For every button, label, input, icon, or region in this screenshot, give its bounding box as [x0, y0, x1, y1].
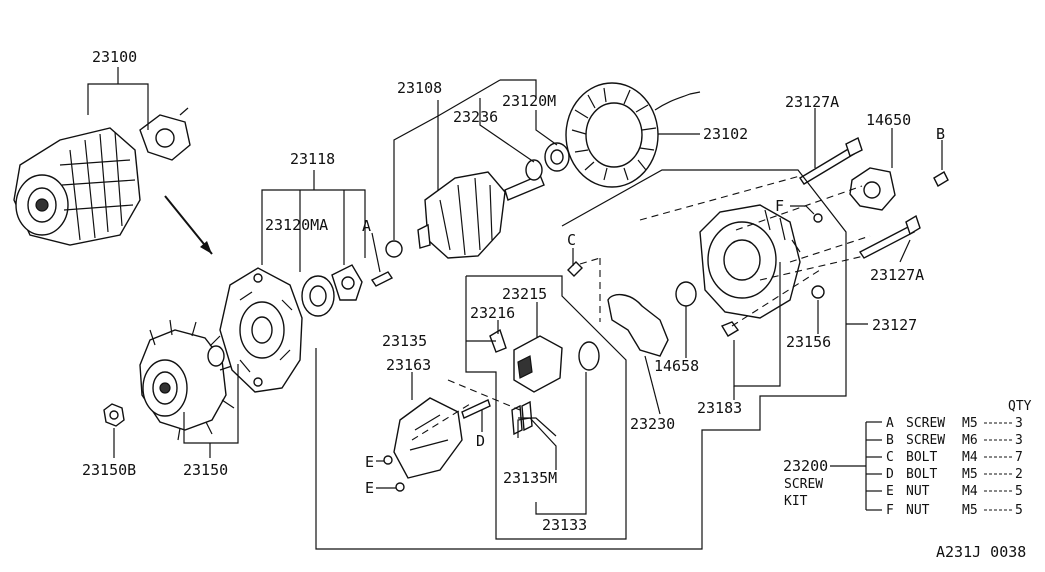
screw-kit-row: E NUT M4 5: [886, 484, 1023, 499]
label-23118: 23118: [290, 150, 335, 168]
label-23120m: 23120M: [502, 92, 556, 110]
pulley-fan-drawing: [103, 319, 235, 441]
label-23200: 23200: [783, 457, 828, 475]
rotor-drawing: [385, 171, 545, 259]
label-23100: 23100: [92, 48, 137, 66]
screw-kit-bracket: [830, 421, 882, 511]
row-name: BOLT: [906, 467, 937, 482]
row-qty: 5: [1015, 503, 1023, 518]
row-name: SCREW: [906, 416, 945, 431]
assembly-direction-arrow: [164, 195, 213, 255]
regulator-drawing: [489, 328, 600, 436]
row-qty: 2: [1015, 467, 1023, 482]
row-qty: 3: [1015, 433, 1023, 448]
screw-kit-row: F NUT M5 5: [886, 503, 1023, 518]
rectifier-drawing: [383, 397, 491, 492]
label-e-1: E: [365, 453, 374, 471]
through-bolt-mid-drawing: [858, 214, 921, 259]
row-letter: B: [886, 433, 894, 448]
subassembly-frames: [315, 169, 847, 550]
screw-kit-row: A SCREW M5 3: [886, 416, 1023, 431]
screw-kit-table: QTY A SCREW M5 3 B SCREW M6 3 C BOLT M4 …: [886, 399, 1032, 518]
assembly-dash-lines: [411, 175, 871, 441]
label-23135m: 23135M: [503, 469, 557, 487]
label-23216: 23216: [470, 304, 515, 322]
label-23127a-mid: 23127A: [870, 266, 924, 284]
label-23215: 23215: [502, 285, 547, 303]
cover-drawing: [849, 167, 949, 211]
row-letter: C: [886, 450, 894, 465]
screw-kit-row: C BOLT M4 7: [886, 450, 1023, 465]
label-b: B: [936, 125, 945, 143]
row-size: M6: [962, 433, 978, 448]
screw-kit-row: B SCREW M6 3: [886, 433, 1023, 448]
stator-drawing: [565, 82, 701, 188]
label-23156: 23156: [786, 333, 831, 351]
row-qty: 5: [1015, 484, 1023, 499]
leader-lines: [87, 67, 943, 515]
label-14650: 14650: [866, 111, 911, 129]
row-size: M4: [962, 484, 978, 499]
row-name: BOLT: [906, 450, 937, 465]
label-23135: 23135: [382, 332, 427, 350]
row-size: M4: [962, 450, 978, 465]
label-23150: 23150: [183, 461, 228, 479]
label-23127: 23127: [872, 316, 917, 334]
label-23230: 23230: [630, 415, 675, 433]
screw-c-drawing: [567, 261, 583, 277]
row-qty: 7: [1015, 450, 1023, 465]
label-23236: 23236: [453, 108, 498, 126]
row-qty: 3: [1015, 416, 1023, 431]
label-23120ma: 23120MA: [265, 216, 328, 234]
label-23163: 23163: [386, 356, 431, 374]
label-f: F: [775, 197, 784, 215]
screw-kit-row: D BOLT M5 2: [886, 467, 1023, 482]
label-23127a-top: 23127A: [785, 93, 839, 111]
row-name: SCREW: [906, 433, 945, 448]
label-a: A: [362, 217, 371, 235]
label-e-2: E: [365, 479, 374, 497]
row-letter: E: [886, 484, 894, 499]
label-c: C: [567, 231, 576, 249]
row-letter: D: [886, 467, 894, 482]
qty-header: QTY: [1008, 399, 1032, 414]
row-name: NUT: [906, 484, 930, 499]
label-screw-kit-line1: SCREW: [784, 477, 823, 492]
slip-ring-bearing-drawing: [525, 142, 570, 181]
label-screw-kit-line2: KIT: [784, 494, 808, 509]
row-letter: A: [886, 416, 894, 431]
part-number-labels: 23100 23108 23120M 23236 23102 23127A 14…: [82, 48, 1026, 561]
row-letter: F: [886, 503, 894, 518]
front-housing-drawing: [219, 264, 394, 393]
label-d: D: [476, 432, 485, 450]
row-size: M5: [962, 416, 978, 431]
label-23133: 23133: [542, 516, 587, 534]
rear-housing-drawing: [675, 204, 825, 337]
brush-cover-drawing: [607, 293, 669, 357]
label-14658: 14658: [654, 357, 699, 375]
diagram-code: A231J 0038: [936, 543, 1026, 561]
label-23150b: 23150B: [82, 461, 136, 479]
label-23102: 23102: [703, 125, 748, 143]
row-size: M5: [962, 503, 978, 518]
row-size: M5: [962, 467, 978, 482]
row-name: NUT: [906, 503, 930, 518]
label-23183: 23183: [697, 399, 742, 417]
label-23108: 23108: [397, 79, 442, 97]
through-bolt-top-drawing: [799, 137, 863, 185]
alternator-assembly-drawing: [13, 107, 191, 246]
